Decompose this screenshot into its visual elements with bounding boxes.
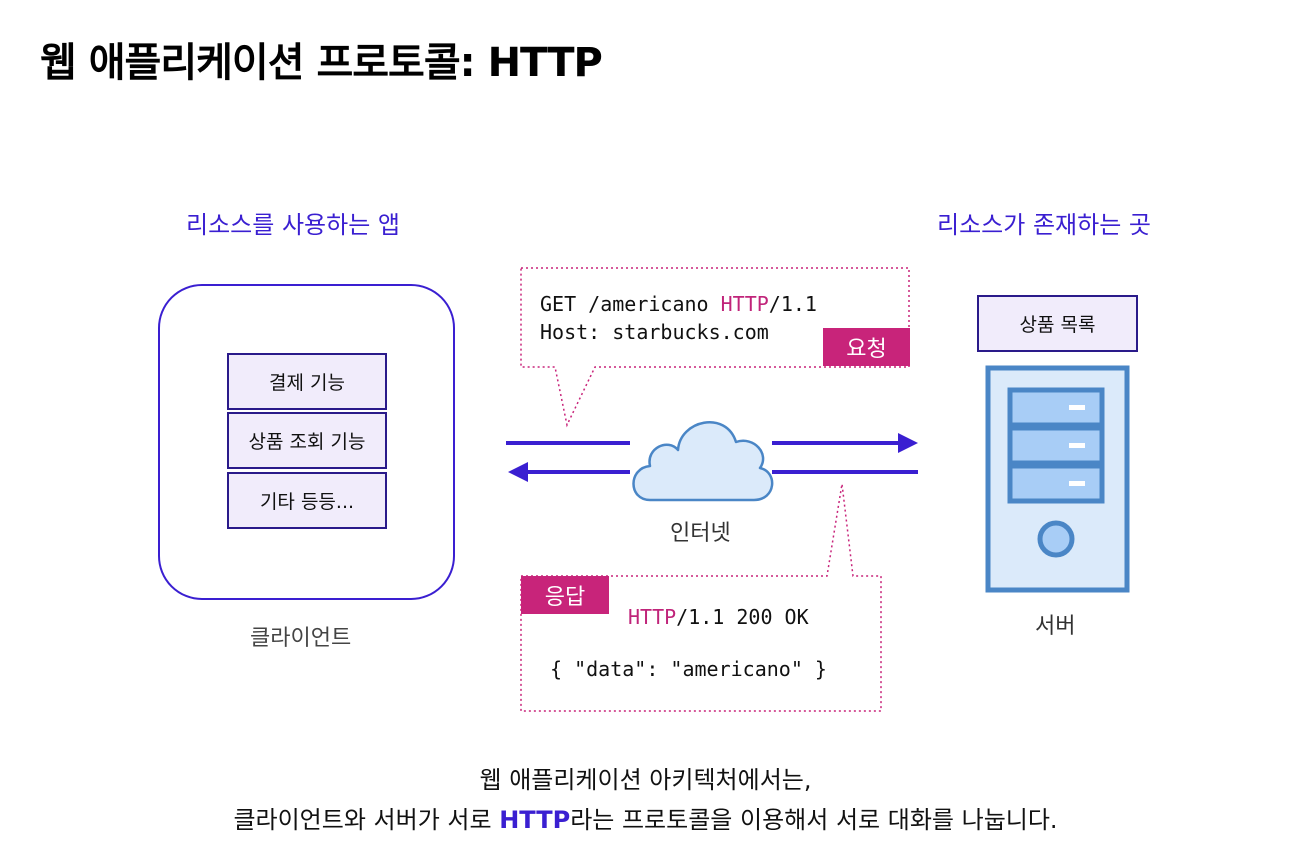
request-badge: 요청	[823, 328, 910, 366]
request-line: GET /americano HTTP/1.1	[540, 292, 817, 316]
feature-product-lookup: 상품 조회 기능	[227, 412, 387, 469]
request-arrowhead	[898, 433, 918, 453]
internet-caption: 인터넷	[670, 521, 731, 546]
server-caption: 서버	[1035, 614, 1076, 639]
response-bubble	[520, 483, 882, 712]
feature-etc: 기타 등등...	[227, 472, 387, 529]
network-diagram	[506, 421, 918, 502]
footer-line-2: 클라이언트와 서버가 서로 HTTP라는 프로토콜을 이용해서 서로 대화를 나…	[233, 806, 1058, 834]
page-title: 웹 애플리케이션 프로토콜: HTTP	[40, 40, 603, 86]
footer-http-highlight: HTTP	[499, 806, 571, 834]
server-heading: 리소스가 존재하는 곳	[937, 211, 1151, 239]
feature-payment: 결제 기능	[227, 353, 387, 410]
client-heading: 리소스를 사용하는 앱	[186, 211, 400, 239]
response-arrowhead	[508, 462, 528, 482]
request-host: Host: starbucks.com	[540, 320, 769, 344]
client-caption: 클라이언트	[250, 626, 352, 651]
response-badge: 응답	[521, 576, 609, 614]
footer-line-1: 웹 애플리케이션 아키텍처에서는,	[479, 766, 812, 794]
server-icon	[985, 365, 1130, 593]
cloud-icon	[632, 421, 774, 502]
response-body: { "data": "americano" }	[550, 657, 827, 681]
server-resource: 상품 목록	[977, 295, 1138, 352]
response-status: HTTP/1.1 200 OK	[628, 605, 809, 629]
request-bubble	[520, 267, 910, 428]
